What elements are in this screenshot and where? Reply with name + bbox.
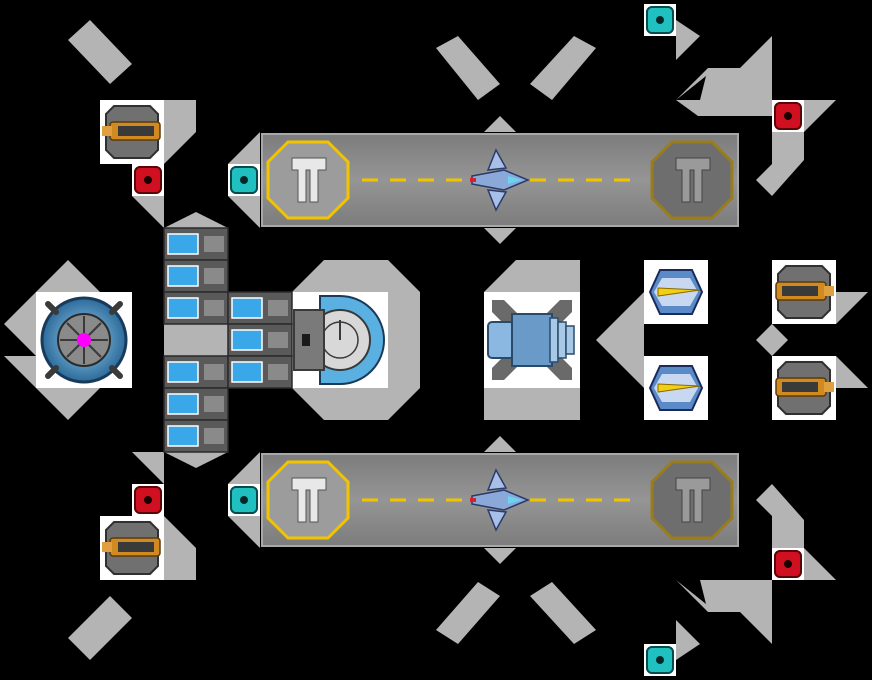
hostile-node[interactable] — [772, 100, 804, 132]
fighter-icon[interactable] — [470, 468, 530, 532]
friendly-node[interactable] — [228, 164, 260, 196]
lower-hangar — [261, 453, 739, 547]
thruster-cluster-icon[interactable] — [484, 292, 580, 388]
hostile-node[interactable] — [772, 548, 804, 580]
battery-bank — [163, 227, 293, 453]
fighter-icon[interactable] — [470, 148, 530, 212]
battery-cell[interactable] — [163, 291, 229, 325]
battery-cell[interactable] — [163, 355, 229, 389]
launch-pad-active[interactable] — [266, 140, 350, 220]
battery-cell[interactable] — [163, 419, 229, 453]
hostile-node[interactable] — [132, 484, 164, 516]
turret-right-upper[interactable] — [772, 260, 836, 324]
turret-top-left[interactable] — [100, 100, 164, 164]
upper-hangar — [261, 133, 739, 227]
shield-generator-icon[interactable] — [292, 292, 388, 388]
engine-pod-upper[interactable] — [644, 260, 708, 324]
turret-right-lower[interactable] — [772, 356, 836, 420]
battery-cell[interactable] — [163, 259, 229, 293]
launch-pad-active[interactable] — [266, 460, 350, 540]
engine-pod-lower[interactable] — [644, 356, 708, 420]
reactor-core-icon[interactable] — [36, 292, 132, 388]
hostile-node[interactable] — [132, 164, 164, 196]
friendly-node[interactable] — [644, 644, 676, 676]
battery-cell[interactable] — [227, 291, 293, 325]
battery-cell[interactable] — [227, 323, 293, 357]
launch-pad-inactive[interactable] — [650, 140, 734, 220]
friendly-node[interactable] — [644, 4, 676, 36]
battery-cell[interactable] — [163, 387, 229, 421]
launch-pad-inactive[interactable] — [650, 460, 734, 540]
friendly-node[interactable] — [228, 484, 260, 516]
battery-cell[interactable] — [163, 227, 229, 261]
battery-cell[interactable] — [227, 355, 293, 389]
turret-bottom-left[interactable] — [100, 516, 164, 580]
